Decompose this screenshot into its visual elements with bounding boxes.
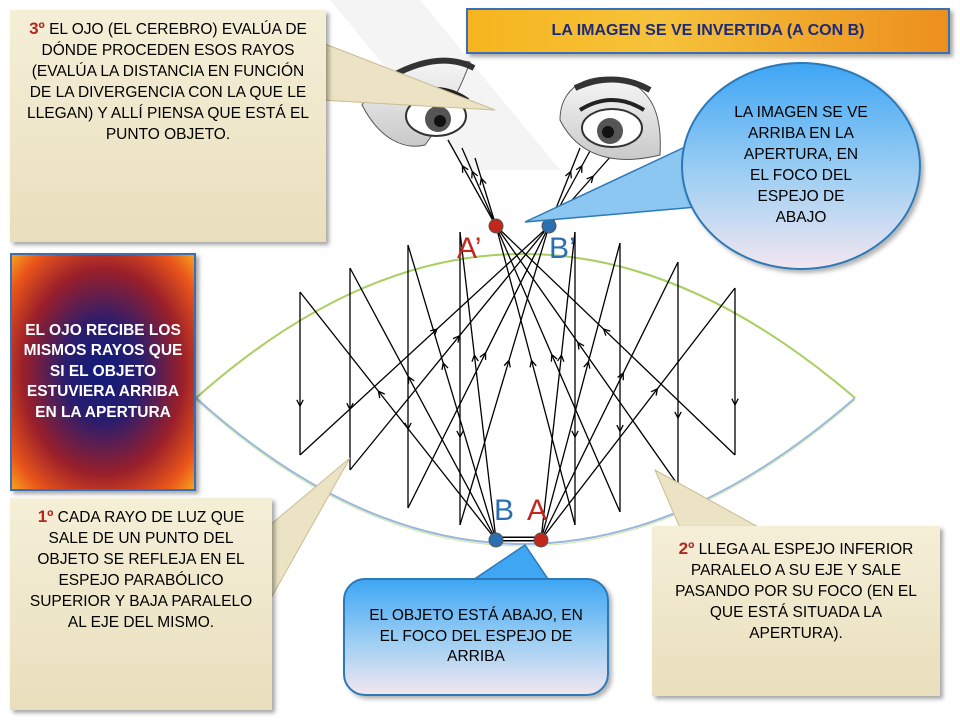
ray-arrow [565, 170, 572, 179]
ray-segment [495, 225, 679, 486]
label-a: A [527, 494, 548, 527]
step2-text: LLEGA AL ESPEJO INFERIOR PARALELO A SU E… [675, 541, 917, 642]
step2-box: 2º LLEGA AL ESPEJO INFERIOR PARALELO A S… [652, 526, 940, 696]
ray-arrow [296, 399, 304, 408]
ray-arrow [346, 402, 354, 411]
ray-segment [540, 287, 736, 541]
ray-arrow [583, 360, 591, 369]
step1-text: CADA RAYO DE LUZ QUE SALE DE UN PUNTO DE… [29, 509, 253, 631]
object-callout: EL OBJETO ESTÁ ABAJO, EN EL FOCO DEL ESP… [343, 578, 609, 696]
ray-segment [495, 225, 576, 526]
lower-parabolic-mirror [195, 397, 856, 545]
step1-number: 1º [37, 507, 54, 526]
ray-arrow [731, 398, 739, 407]
ray-arrow [577, 341, 585, 350]
ray-segment [349, 267, 497, 541]
ray-segment [461, 147, 497, 227]
ray-arrow [616, 424, 624, 433]
ray-segment [540, 261, 679, 541]
image-point-a-prime [488, 218, 504, 234]
ray-segment [447, 139, 497, 227]
object-callout-text: EL OBJETO ESTÁ ABAJO, EN EL FOCO DEL ESP… [369, 606, 583, 666]
title-text: LA IMAGEN SE VE INVERTIDA (A CON B) [551, 22, 865, 39]
step3-text: EL OJO (EL CEREBRO) EVALÚA DE DÓNDE PROC… [26, 21, 309, 143]
ray-arrow [650, 387, 659, 396]
ray-arrow [471, 170, 479, 179]
ray-arrow [550, 353, 558, 362]
ray-arrow [617, 371, 624, 381]
image-callout: LA IMAGEN SE VE ARRIBA EN LA APERTURA, E… [681, 62, 921, 270]
ray-arrow [557, 353, 565, 362]
label-b-prime: B’ [549, 232, 576, 265]
ray-arrow [602, 328, 611, 336]
eye-note-text: EL OJO RECIBE LOS MISMOS RAYOS QUE SI EL… [23, 321, 183, 421]
ray-arrow [479, 351, 487, 360]
ray-arrow [571, 430, 579, 439]
ray-arrow [503, 359, 511, 368]
step1-pointer [269, 457, 351, 602]
ray-segment [459, 225, 550, 526]
ray-arrow [461, 164, 469, 173]
label-a-prime: A’ [457, 232, 482, 265]
object-point-b [488, 532, 504, 548]
title-banner: LA IMAGEN SE VE INVERTIDA (A CON B) [466, 8, 950, 54]
eye-note-box: EL OJO RECIBE LOS MISMOS RAYOS QUE SI EL… [10, 253, 196, 491]
ray-segment [540, 231, 576, 541]
ray-arrow [471, 353, 479, 362]
ray-arrow [430, 328, 439, 336]
step3-number: 3º [29, 19, 45, 38]
ray-segment [407, 225, 550, 509]
ray-segment [407, 244, 497, 541]
object-point-a [533, 532, 549, 548]
object-callout-pointer [467, 543, 552, 583]
image-point-b-prime [541, 218, 557, 234]
ray-segment [299, 225, 550, 456]
ray-segment [349, 225, 550, 471]
image-callout-text: LA IMAGEN SE VE ARRIBA EN LA APERTURA, E… [734, 104, 868, 226]
step3-box: 3º EL OJO (EL CEREBRO) EVALÚA DE DÓNDE P… [10, 10, 326, 242]
ray-arrow [674, 411, 682, 420]
ray-arrow [456, 430, 464, 439]
ray-arrow [441, 361, 449, 371]
ray-segment [459, 231, 497, 541]
ray-segment [540, 242, 621, 541]
ray-segment [474, 157, 497, 227]
upper-parabolic-mirror [195, 253, 856, 399]
ray-arrow [586, 175, 595, 184]
ray-arrow [529, 359, 537, 368]
label-b: B [494, 494, 515, 527]
ray-arrow [404, 422, 412, 431]
step1-box: 1º CADA RAYO DE LUZ QUE SALE DE UN PUNTO… [10, 498, 272, 710]
ray-segment [299, 291, 497, 541]
ray-arrow [575, 164, 583, 173]
step2-number: 2º [678, 539, 695, 558]
ray-segment [495, 225, 621, 513]
eye-right-icon [559, 76, 661, 160]
ray-arrow [377, 390, 386, 399]
ray-arrow [479, 177, 487, 186]
ray-segment [495, 225, 736, 456]
